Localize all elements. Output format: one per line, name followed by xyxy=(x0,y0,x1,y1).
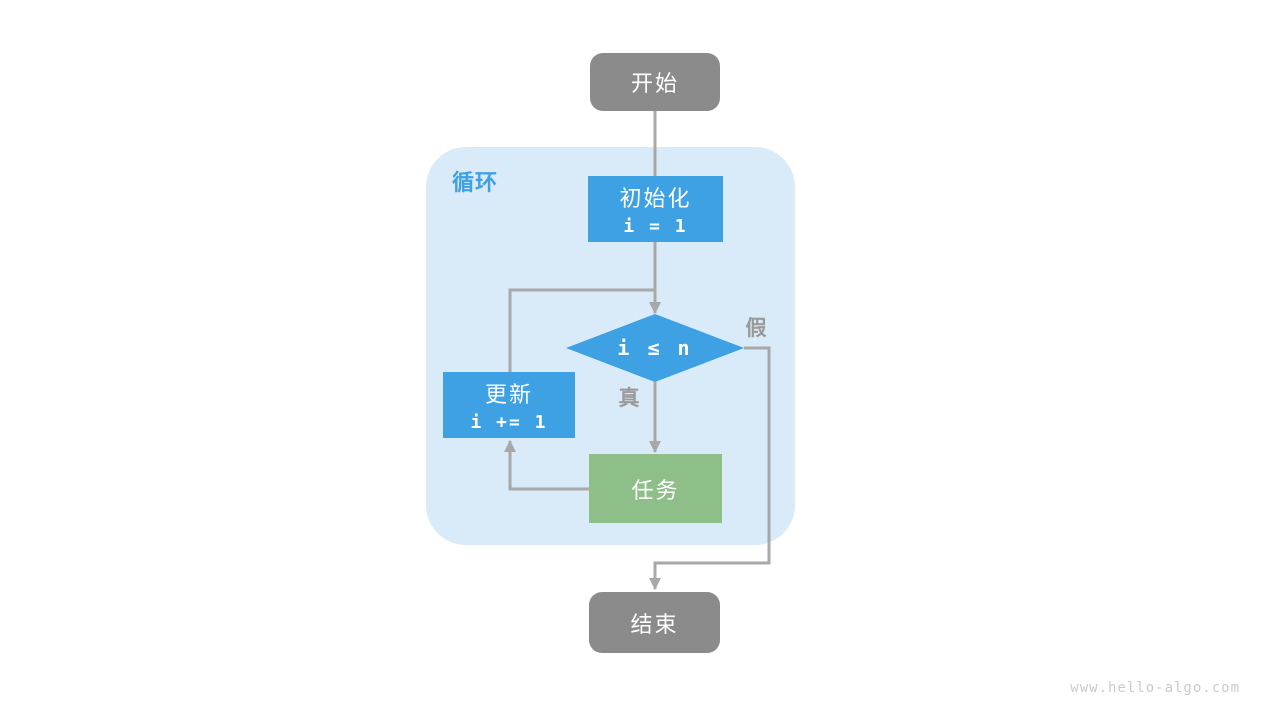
node-init-label: 初始化 xyxy=(619,186,692,211)
node-end: 结束 xyxy=(589,592,720,653)
node-init: 初始化 i = 1 xyxy=(588,176,723,242)
condition-diamond xyxy=(566,314,744,382)
node-start-label: 开始 xyxy=(630,71,679,96)
watermark-text: www.hello-algo.com xyxy=(1070,680,1240,696)
node-update-label: 更新 xyxy=(484,382,533,407)
node-condition-label: i ≤ n xyxy=(617,336,693,360)
node-task-label: 任务 xyxy=(631,477,680,503)
node-task: 任务 xyxy=(589,454,722,523)
node-end-label: 结束 xyxy=(630,611,679,637)
edge-condition-false-to-end xyxy=(649,346,771,590)
edge-label-false: 假 xyxy=(745,317,767,340)
edge-update-to-condition xyxy=(508,288,655,372)
node-update-code: i += 1 xyxy=(470,412,548,433)
node-start: 开始 xyxy=(590,53,720,111)
loop-container-label: 循环 xyxy=(452,170,499,195)
node-update: 更新 i += 1 xyxy=(443,372,575,438)
edge-task-to-update xyxy=(504,440,589,491)
edge-label-true: 真 xyxy=(618,387,640,410)
node-init-code: i = 1 xyxy=(623,216,688,237)
